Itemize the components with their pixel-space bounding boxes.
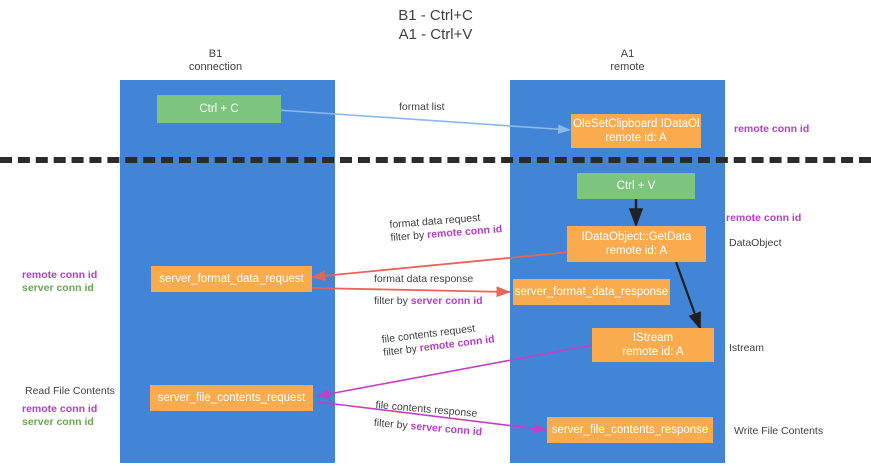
arrow-format-data-request [311, 251, 571, 282]
box-ctrl-v[interactable]: Ctrl + V [577, 173, 695, 199]
column-header-b1: B1 connection [148, 48, 283, 74]
column-header-a1: A1 remote [560, 48, 695, 74]
box-idataobject-line1: OleSetClipboard IDataObject [573, 118, 699, 130]
column-header-a1-name: A1 [620, 48, 635, 60]
box-ctrl-c-label: Ctrl + C [199, 103, 239, 115]
box-ctrl-v-label: Ctrl + V [616, 180, 656, 192]
box-server-format-data-response-label: server_format_data_response [514, 286, 669, 298]
filter-key-server-conn-id-1: server conn id [410, 295, 483, 307]
box-idataobject[interactable]: OleSetClipboard IDataObject remote id: A [571, 114, 701, 148]
box-server-file-contents-response-label: server_file_contents_response [551, 424, 709, 436]
annotation-left-server-conn-id-2: server conn id [22, 416, 94, 428]
column-header-b1-sub: connection [188, 61, 243, 73]
arrow-format-list [276, 109, 571, 134]
annotation-remote-conn-id-mid: remote conn id [726, 212, 802, 224]
box-server-file-contents-request[interactable]: server_file_contents_request [150, 385, 313, 411]
box-server-format-data-response[interactable]: server_format_data_response [513, 279, 670, 305]
box-server-format-data-request-label: server_format_data_request [159, 273, 304, 285]
annotation-left-remote-conn-id-2: remote conn id [22, 403, 98, 415]
filter-prefix-1: filter by [390, 229, 428, 244]
box-istream-line2: remote id: A [622, 346, 684, 358]
edge-label-format-data-response-main: format data response [374, 273, 474, 285]
box-istream[interactable]: IStream remote id: A [592, 328, 714, 362]
box-istream-line1: IStream [632, 332, 674, 344]
arrow-getdata-to-istream [674, 261, 702, 331]
edge-label-format-data-response-filter: filter by server conn id [374, 295, 483, 308]
section-divider [0, 157, 871, 163]
filter-prefix-2: filter by [374, 295, 411, 307]
box-getdata-line2: remote id: A [605, 245, 668, 257]
column-header-a1-sub: remote [610, 61, 645, 73]
annotation-dataobject: DataObject [729, 237, 782, 249]
page-title: B1 - Ctrl+C A1 - Ctrl+V [0, 6, 871, 44]
edge-label-format-data-response: format data response filter by server co… [374, 273, 483, 308]
edge-label-format-list: format list [399, 101, 445, 113]
box-idataobject-getdata[interactable]: IDataObject::GetData remote id: A [567, 226, 706, 262]
column-header-b1-name: B1 [208, 48, 223, 60]
annotation-write-file-contents: Write File Contents [734, 425, 824, 437]
box-idataobject-line2: remote id: A [605, 132, 667, 144]
filter-prefix-4: filter by [373, 416, 412, 433]
arrow-format-data-response [311, 286, 511, 298]
annotation-left-server-conn-id: server conn id [22, 282, 94, 294]
box-ctrl-c[interactable]: Ctrl + C [157, 95, 281, 123]
title-line-2: A1 - Ctrl+V [398, 26, 473, 43]
arrow-file-contents-request [317, 344, 593, 399]
annotation-istream: Istream [729, 342, 765, 354]
annotation-remote-conn-id-top: remote conn id [734, 123, 810, 135]
arrow-file-contents-response [317, 401, 547, 434]
box-getdata-line1: IDataObject::GetData [581, 231, 692, 243]
annotation-read-file-contents: Read File Contents [25, 385, 115, 397]
title-line-1: B1 - Ctrl+C [398, 7, 473, 24]
box-server-file-contents-response[interactable]: server_file_contents_response [547, 417, 713, 443]
box-server-format-data-request[interactable]: server_format_data_request [151, 266, 312, 292]
box-server-file-contents-request-label: server_file_contents_request [157, 392, 306, 404]
annotation-left-remote-conn-id: remote conn id [22, 269, 98, 281]
